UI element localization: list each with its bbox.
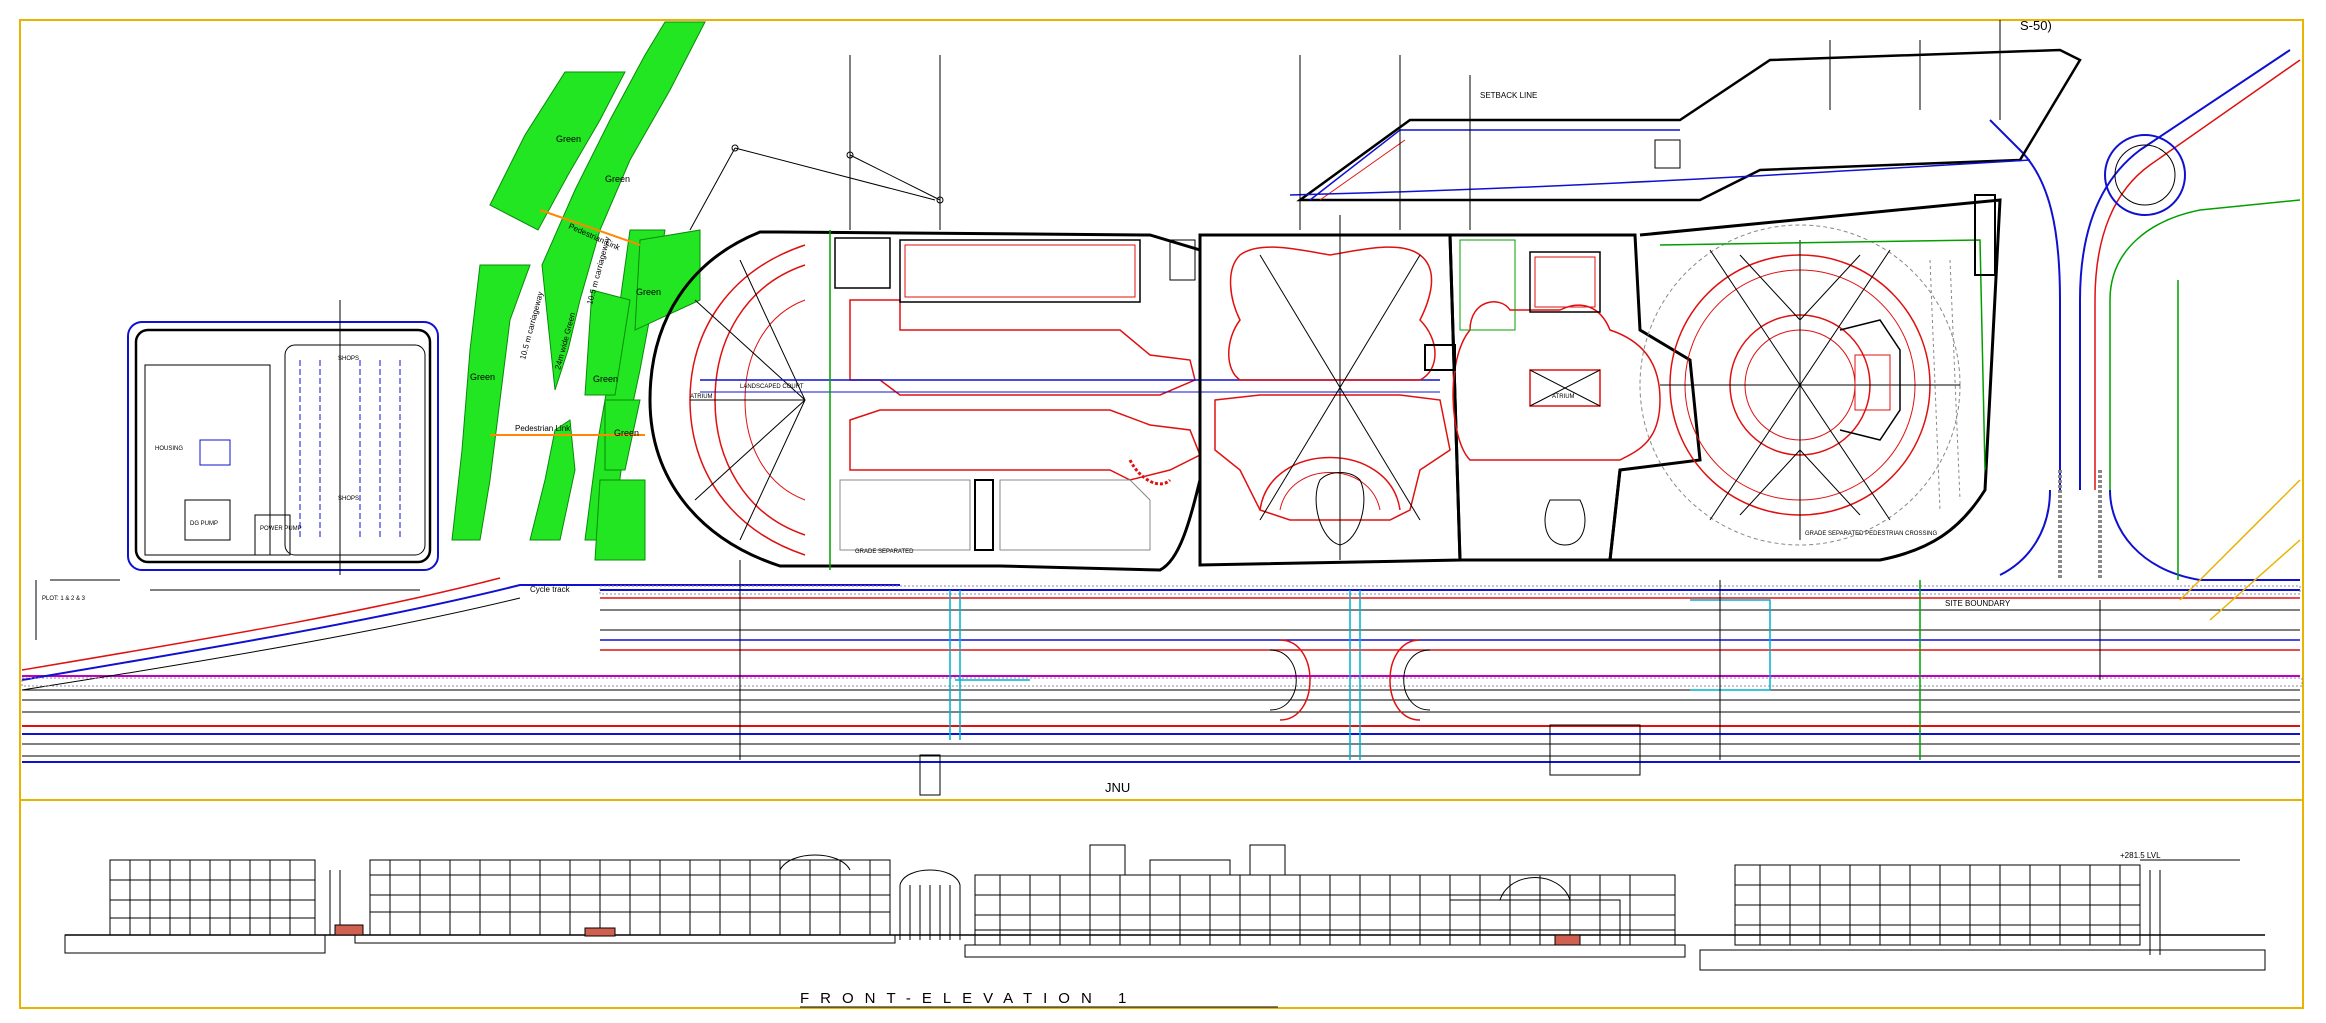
atrium-label-1: ATRIUM	[690, 394, 713, 400]
front-elevation	[64, 844, 2266, 971]
pedestrian-link-label-2: Pedestrian Link	[515, 424, 571, 433]
setback-parcel	[1289, 48, 2082, 202]
green-label-5: Green	[593, 374, 618, 384]
green-label-3: Green	[636, 287, 661, 297]
green-label-4: Green	[470, 372, 495, 382]
mall-block-b	[1198, 215, 1462, 567]
green-label-2: Green	[605, 174, 630, 184]
grade-separated-label: GRADE SEPARATED PEDESTRIAN CROSSING	[1805, 531, 1937, 537]
green-label-1: Green	[556, 134, 581, 144]
landscaped-court-label: LANDSCAPED COURT	[740, 384, 804, 390]
housing-block	[127, 300, 439, 591]
atrium-label-2: ATRIUM	[1552, 394, 1575, 400]
green-label-6: Green	[614, 428, 639, 438]
plot-note-label: PLOT: 1 & 2 & 3	[42, 596, 86, 602]
power-pump-label: POWER PUMP	[260, 526, 302, 532]
right-roads	[1989, 49, 2301, 621]
mall-block-c	[1424, 233, 1702, 562]
shops-label-2: SHOPS	[338, 496, 359, 502]
carriageway-label-1: 10.5 m carriageway	[518, 291, 545, 361]
level-label: +281.5 LVL	[2120, 851, 2161, 860]
dg-pump-label: DG PUMP	[190, 521, 218, 527]
elevation-frame	[19, 799, 2304, 1009]
grade-separated-label-short: GRADE SEPARATED	[855, 549, 914, 555]
pedestrian-links	[490, 209, 645, 436]
leader-lines	[35, 20, 2001, 640]
shops-label-1: SHOPS	[338, 356, 359, 362]
site-boundary-label: SITE BOUNDARY	[1945, 599, 2011, 608]
elevation-title: FRONT-ELEVATION 1	[800, 990, 1137, 1007]
green-belts	[451, 21, 706, 561]
housing-label: HOUSING	[155, 446, 183, 452]
mall-block-a	[648, 230, 1440, 572]
sheet-ref-text: S-50)	[2020, 18, 2052, 33]
main-road	[21, 560, 2303, 796]
setback-line-label: SETBACK LINE	[1480, 91, 1537, 100]
plan-frame	[19, 19, 2304, 801]
cycle-track-label: Cycle track	[530, 585, 571, 594]
road-label-jnu: JNU	[1105, 780, 1130, 795]
mall-block-d	[1608, 194, 2002, 562]
